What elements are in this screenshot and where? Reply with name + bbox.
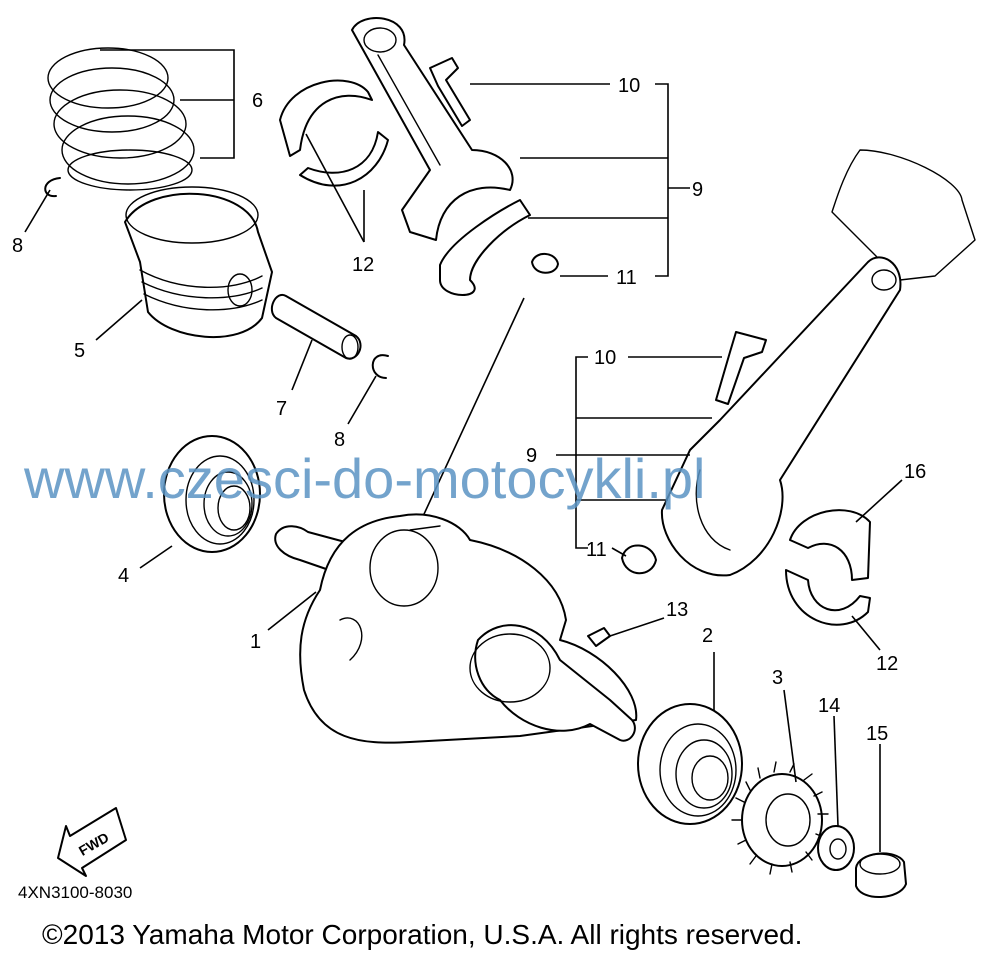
- callout-10-mid: 10: [594, 347, 616, 369]
- woodruff-key: [587, 627, 611, 647]
- callout-7: 7: [276, 398, 287, 420]
- callout-8-left: 8: [12, 235, 23, 257]
- bearing-right: [637, 703, 743, 825]
- callout-6-leader: [100, 49, 235, 159]
- bolt-upper: [429, 57, 471, 127]
- bolt-lower: [715, 331, 767, 405]
- callout-9-top-leader: [470, 83, 690, 277]
- callout-11-top: 11: [616, 267, 637, 289]
- callout-13: 13: [666, 599, 688, 621]
- callout-11-mid: 11: [586, 539, 607, 561]
- drive-gear: [731, 761, 829, 875]
- nut-upper: [531, 253, 559, 274]
- crankshaft: [274, 513, 638, 744]
- bearing-shells-lower: [785, 509, 871, 626]
- piston: [124, 186, 273, 339]
- circlip-left: [44, 177, 61, 198]
- callout-10-top: 10: [618, 75, 640, 97]
- callout-5: 5: [74, 340, 85, 362]
- nut-lower: [621, 544, 657, 575]
- watermark: www.czesci-do-motocykli.pl: [23, 447, 706, 510]
- fwd-arrow-icon: FWD: [57, 807, 127, 877]
- callout-8-mid: 8: [334, 429, 345, 451]
- callout-16: 16: [904, 461, 926, 483]
- callout-1: 1: [250, 631, 261, 653]
- callout-9-top: 9: [692, 179, 703, 201]
- bearing-shells-upper: [279, 79, 389, 187]
- washer: [817, 825, 855, 871]
- bearing-left: [163, 435, 261, 553]
- callout-2: 2: [702, 625, 713, 647]
- piston-rings: [47, 47, 195, 191]
- callout-4: 4: [118, 565, 129, 587]
- callout-3: 3: [772, 667, 783, 689]
- callout-12-top: 12: [352, 254, 374, 276]
- callout-15: 15: [866, 723, 888, 745]
- callout-12-right: 12: [876, 653, 898, 675]
- connecting-rod-lower: [660, 149, 976, 577]
- callout-14: 14: [818, 695, 840, 717]
- callout-9-mid: 9: [526, 445, 537, 467]
- piston-pin: [270, 293, 362, 360]
- callout-6: 6: [252, 90, 263, 112]
- callout-9-mid-leader: [556, 356, 722, 557]
- callout-12-top-leader: [305, 133, 365, 243]
- diagram-code: 4XN3100-8030: [18, 883, 132, 902]
- connecting-rod-upper: [351, 17, 531, 296]
- crank-nut: [855, 852, 907, 899]
- circlip-right: [371, 354, 389, 379]
- copyright: ©2013 Yamaha Motor Corporation, U.S.A. A…: [42, 919, 802, 950]
